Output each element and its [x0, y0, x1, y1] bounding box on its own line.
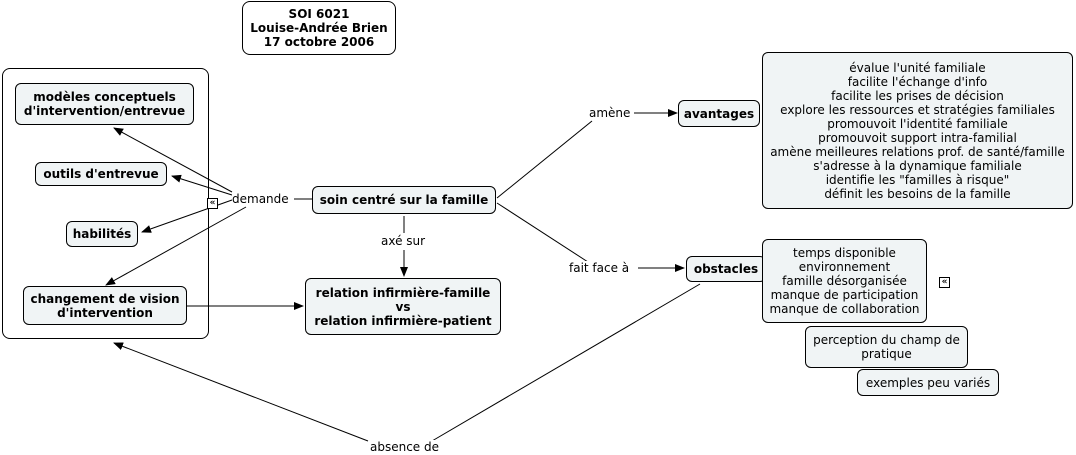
- node-outils[interactable]: outils d'entrevue: [35, 162, 167, 186]
- label-demande: demande: [232, 192, 289, 206]
- node-relation[interactable]: relation infirmière-famille vs relation …: [305, 278, 501, 335]
- list-item: manque de participation: [770, 288, 919, 302]
- list-item: évalue l'unité familiale: [849, 60, 986, 75]
- link-demande-changement: [105, 206, 247, 286]
- list-item: manque de collaboration: [769, 302, 920, 316]
- list-item: environnement: [798, 260, 891, 274]
- list-item: explore les ressources et stratégies fam…: [780, 102, 1055, 117]
- link-demande-modeles: [113, 127, 233, 193]
- list-item: facilite les prises de décision: [831, 88, 1004, 103]
- label-axe-sur: axé sur: [381, 234, 426, 248]
- link-absence-frame: [113, 342, 369, 442]
- node-avantages[interactable]: avantages: [678, 100, 760, 127]
- list-item: facilite l'échange d'info: [847, 74, 988, 89]
- link-soin-amene: [496, 120, 593, 199]
- list-item: amène meilleures relations prof. de sant…: [770, 144, 1065, 159]
- collapse-arrows-icon[interactable]: «: [207, 198, 218, 209]
- node-exemples[interactable]: exemples peu variés: [857, 369, 999, 396]
- collapse-arrows-icon[interactable]: «: [939, 277, 950, 288]
- node-modeles[interactable]: modèles conceptuels d'intervention/entre…: [15, 83, 194, 125]
- node-changement[interactable]: changement de vision d'intervention: [23, 286, 187, 325]
- label-absence: absence de: [370, 440, 440, 454]
- node-soin[interactable]: soin centré sur la famille: [312, 186, 496, 214]
- title-date: 17 octobre 2006: [263, 35, 375, 49]
- list-item: famille désorganisée: [782, 274, 907, 288]
- list-item: promouvoit support intra-familial: [818, 130, 1017, 145]
- list-item: identifie les "familles à risque": [825, 172, 1010, 187]
- list-item: définit les besoins de la famille: [824, 186, 1011, 201]
- list-item: temps disponible: [793, 246, 896, 260]
- list-item: promouvoit l'identité familiale: [827, 116, 1008, 131]
- list-item: s'adresse à la dynamique familiale: [813, 158, 1022, 173]
- node-obstacles[interactable]: obstacles: [686, 256, 766, 282]
- title-box: SOI 6021 Louise-Andrée Brien 17 octobre …: [242, 1, 396, 55]
- link-demande-outils: [171, 174, 233, 196]
- label-amene: amène: [589, 106, 631, 120]
- node-habilites[interactable]: habilités: [66, 221, 138, 247]
- node-perception[interactable]: perception du champ de pratique: [805, 326, 968, 368]
- title-author: Louise-Andrée Brien: [250, 21, 388, 35]
- label-fait-face: fait face à: [569, 261, 630, 275]
- title-course: SOI 6021: [288, 7, 350, 21]
- link-soin-faitface: [496, 202, 589, 263]
- link-obstacles-absence: [431, 283, 701, 442]
